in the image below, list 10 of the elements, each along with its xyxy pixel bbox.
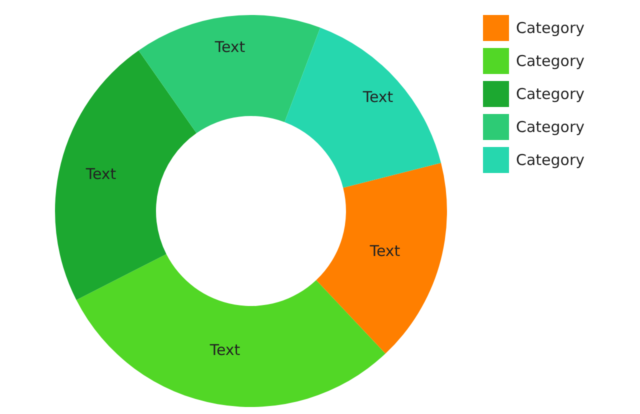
- legend-label: Category: [516, 19, 585, 37]
- legend-label: Category: [516, 151, 585, 169]
- slice-label: Text: [362, 88, 394, 106]
- legend-label: Category: [516, 118, 585, 136]
- slice-label: Text: [210, 341, 240, 359]
- legend-label: Category: [516, 85, 585, 103]
- legend-label: Category: [516, 52, 585, 70]
- slice-label: Text: [86, 165, 116, 183]
- slice-label: Text: [370, 242, 400, 260]
- slice-label: Text: [214, 38, 246, 56]
